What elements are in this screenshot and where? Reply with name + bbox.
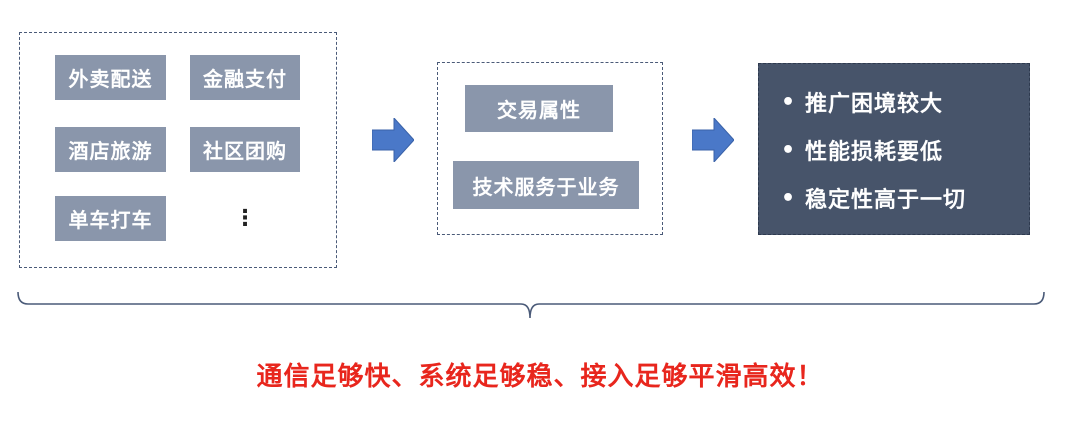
tag-bike-taxi: 单车打车	[55, 196, 166, 241]
tag-tech-serves-business: 技术服务于业务	[453, 161, 639, 209]
bullet-dot: •	[781, 137, 797, 163]
requirement-text: 性能损耗要低	[805, 140, 944, 165]
requirement-text: 推广困境较大	[805, 92, 944, 117]
tag-transaction-attribute: 交易属性	[465, 85, 613, 132]
scenario-group	[19, 32, 337, 268]
requirement-item: • 性能损耗要低	[781, 126, 1029, 174]
requirements-panel: • 推广困境较大 • 性能损耗要低 • 稳定性高于一切	[758, 63, 1030, 235]
requirement-item: • 推广困境较大	[781, 78, 1029, 126]
curly-brace	[17, 291, 1045, 319]
right-arrow-icon	[372, 118, 414, 162]
requirement-item: • 稳定性高于一切	[781, 174, 1029, 222]
requirement-text: 稳定性高于一切	[805, 188, 967, 213]
tag-financial-payment: 金融支付	[190, 55, 300, 100]
arrow-shape	[692, 118, 734, 162]
right-arrow-icon	[692, 118, 734, 162]
attribute-group	[437, 62, 663, 235]
summary-slogan: 通信足够快、系统足够稳、接入足够平滑高效！	[256, 362, 824, 392]
tag-community-group-buy: 社区团购	[190, 127, 300, 172]
more-ellipsis: ⋮	[234, 205, 256, 231]
tag-hotel-travel: 酒店旅游	[55, 127, 166, 172]
arrow-shape	[372, 118, 414, 162]
bullet-dot: •	[781, 89, 797, 115]
bullet-dot: •	[781, 185, 797, 211]
tag-food-delivery: 外卖配送	[55, 55, 166, 100]
